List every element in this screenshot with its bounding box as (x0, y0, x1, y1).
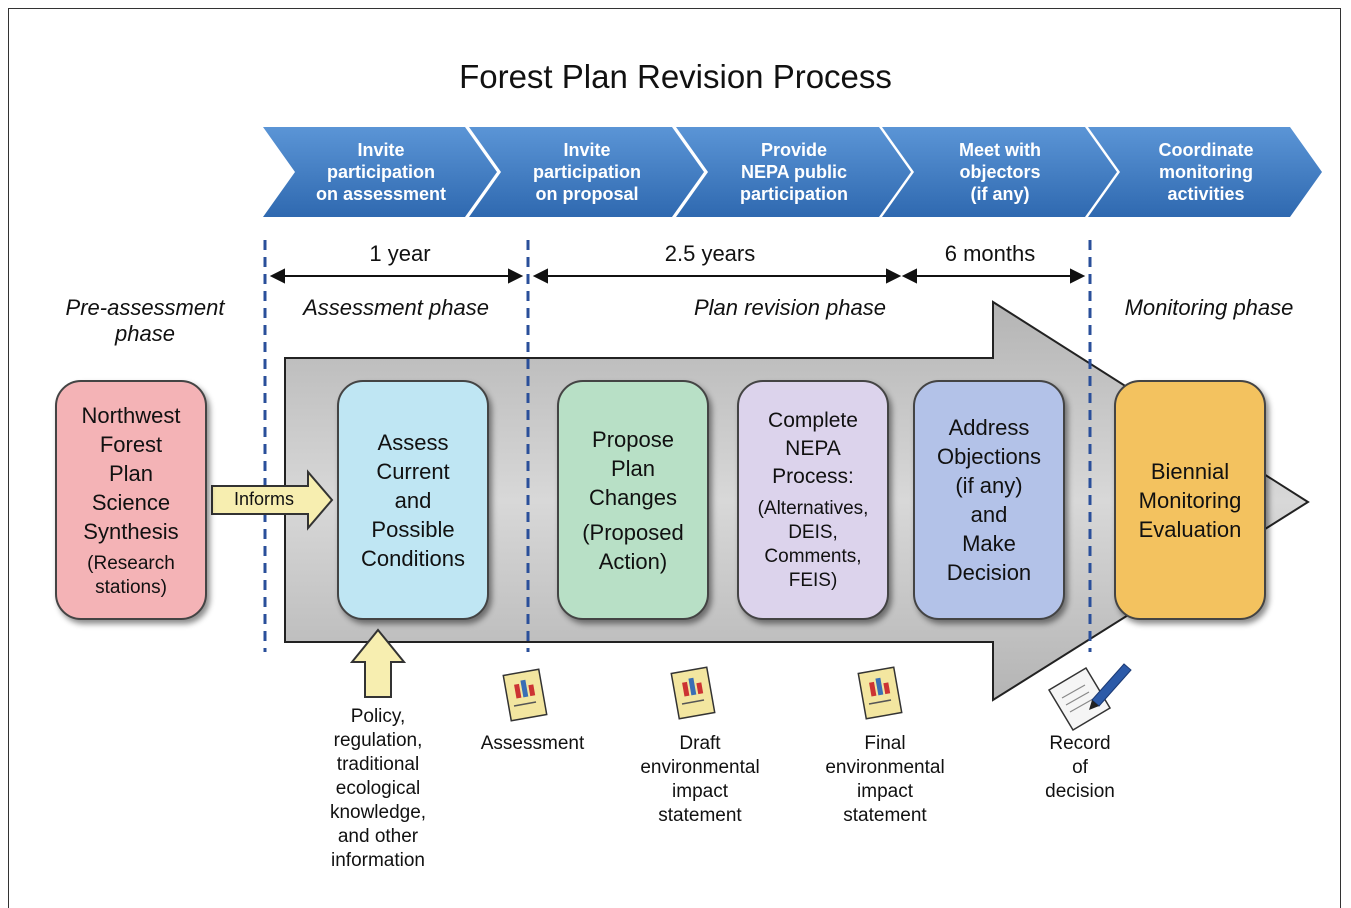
record-of-decision-label: Record of decision (1045, 733, 1115, 802)
assessment-output-label: Assessment (480, 733, 585, 754)
box-science-synthesis: Northwest Forest Plan Science Synthesis … (55, 380, 207, 620)
step-coordinate-monitoring: Coordinate monitoring activities (1158, 140, 1254, 204)
box-address-objections: Address Objections (if any) and Make Dec… (913, 380, 1065, 620)
chevron-step-1 (263, 127, 497, 217)
box-complete-nepa-title: Complete NEPA Process: (768, 409, 858, 488)
step-nepa-participation: Provide NEPA public participation (739, 140, 848, 204)
box-biennial-monitoring-title: Biennial Monitoring Evaluation (1138, 458, 1242, 542)
document-icon-deis (670, 666, 716, 720)
document-icon-assessment (502, 668, 548, 722)
step-meet-objectors: Meet with objectors (if any) (958, 140, 1041, 204)
box-propose-changes-title: Propose Plan Changes (588, 426, 678, 510)
chevron-step-3 (676, 127, 911, 217)
box-biennial-monitoring: Biennial Monitoring Evaluation (1114, 380, 1266, 620)
diagram-title: Forest Plan Revision Process (459, 58, 892, 95)
box-science-synthesis-note: (Research stations) (87, 552, 175, 598)
feis-output-label: Final environmental impact statement (825, 733, 945, 826)
duration-assessment: 1 year (369, 241, 431, 266)
informs-label: Informs (233, 489, 294, 509)
duration-revision: 2.5 years (664, 241, 756, 266)
box-assess-conditions: Assess Current and Possible Conditions (337, 380, 489, 620)
deis-output-label: Draft environmental impact statement (640, 733, 760, 826)
phase-plan-revision: Plan revision phase (693, 295, 886, 320)
phase-pre-assessment: Pre-assessment phase (65, 295, 225, 346)
chevron-step-5 (1088, 127, 1322, 217)
box-complete-nepa: Complete NEPA Process: (Alternatives, DE… (737, 380, 889, 620)
document-icon-feis (857, 666, 903, 720)
inputs-up-arrow (349, 628, 407, 698)
box-address-objections-title: Address Objections (if any) and Make Dec… (937, 415, 1041, 585)
figure-frame (8, 8, 1341, 908)
box-assess-conditions-title: Assess Current and Possible Conditions (361, 429, 465, 571)
box-science-synthesis-title: Northwest Forest Plan Science Synthesis (81, 402, 181, 544)
phase-monitoring: Monitoring phase (1124, 295, 1294, 320)
step-invite-assessment: Invite participation on assessment (315, 140, 447, 204)
informs-arrow (211, 469, 334, 531)
phase-assessment: Assessment phase (303, 295, 489, 320)
box-propose-changes: Propose Plan Changes (Proposed Action) (557, 380, 709, 620)
duration-objection: 6 months (944, 241, 1036, 266)
step-invite-proposal: Invite participation on proposal (532, 140, 641, 204)
box-propose-changes-note: (Proposed Action) (582, 519, 684, 574)
box-complete-nepa-note: (Alternatives, DEIS, Comments, FEIS) (757, 498, 869, 591)
signed-document-icon (1047, 663, 1132, 732)
inputs-note: Policy, regulation, traditional ecologic… (329, 706, 427, 871)
chevron-step-2 (469, 127, 704, 217)
chevron-step-4 (882, 127, 1117, 217)
